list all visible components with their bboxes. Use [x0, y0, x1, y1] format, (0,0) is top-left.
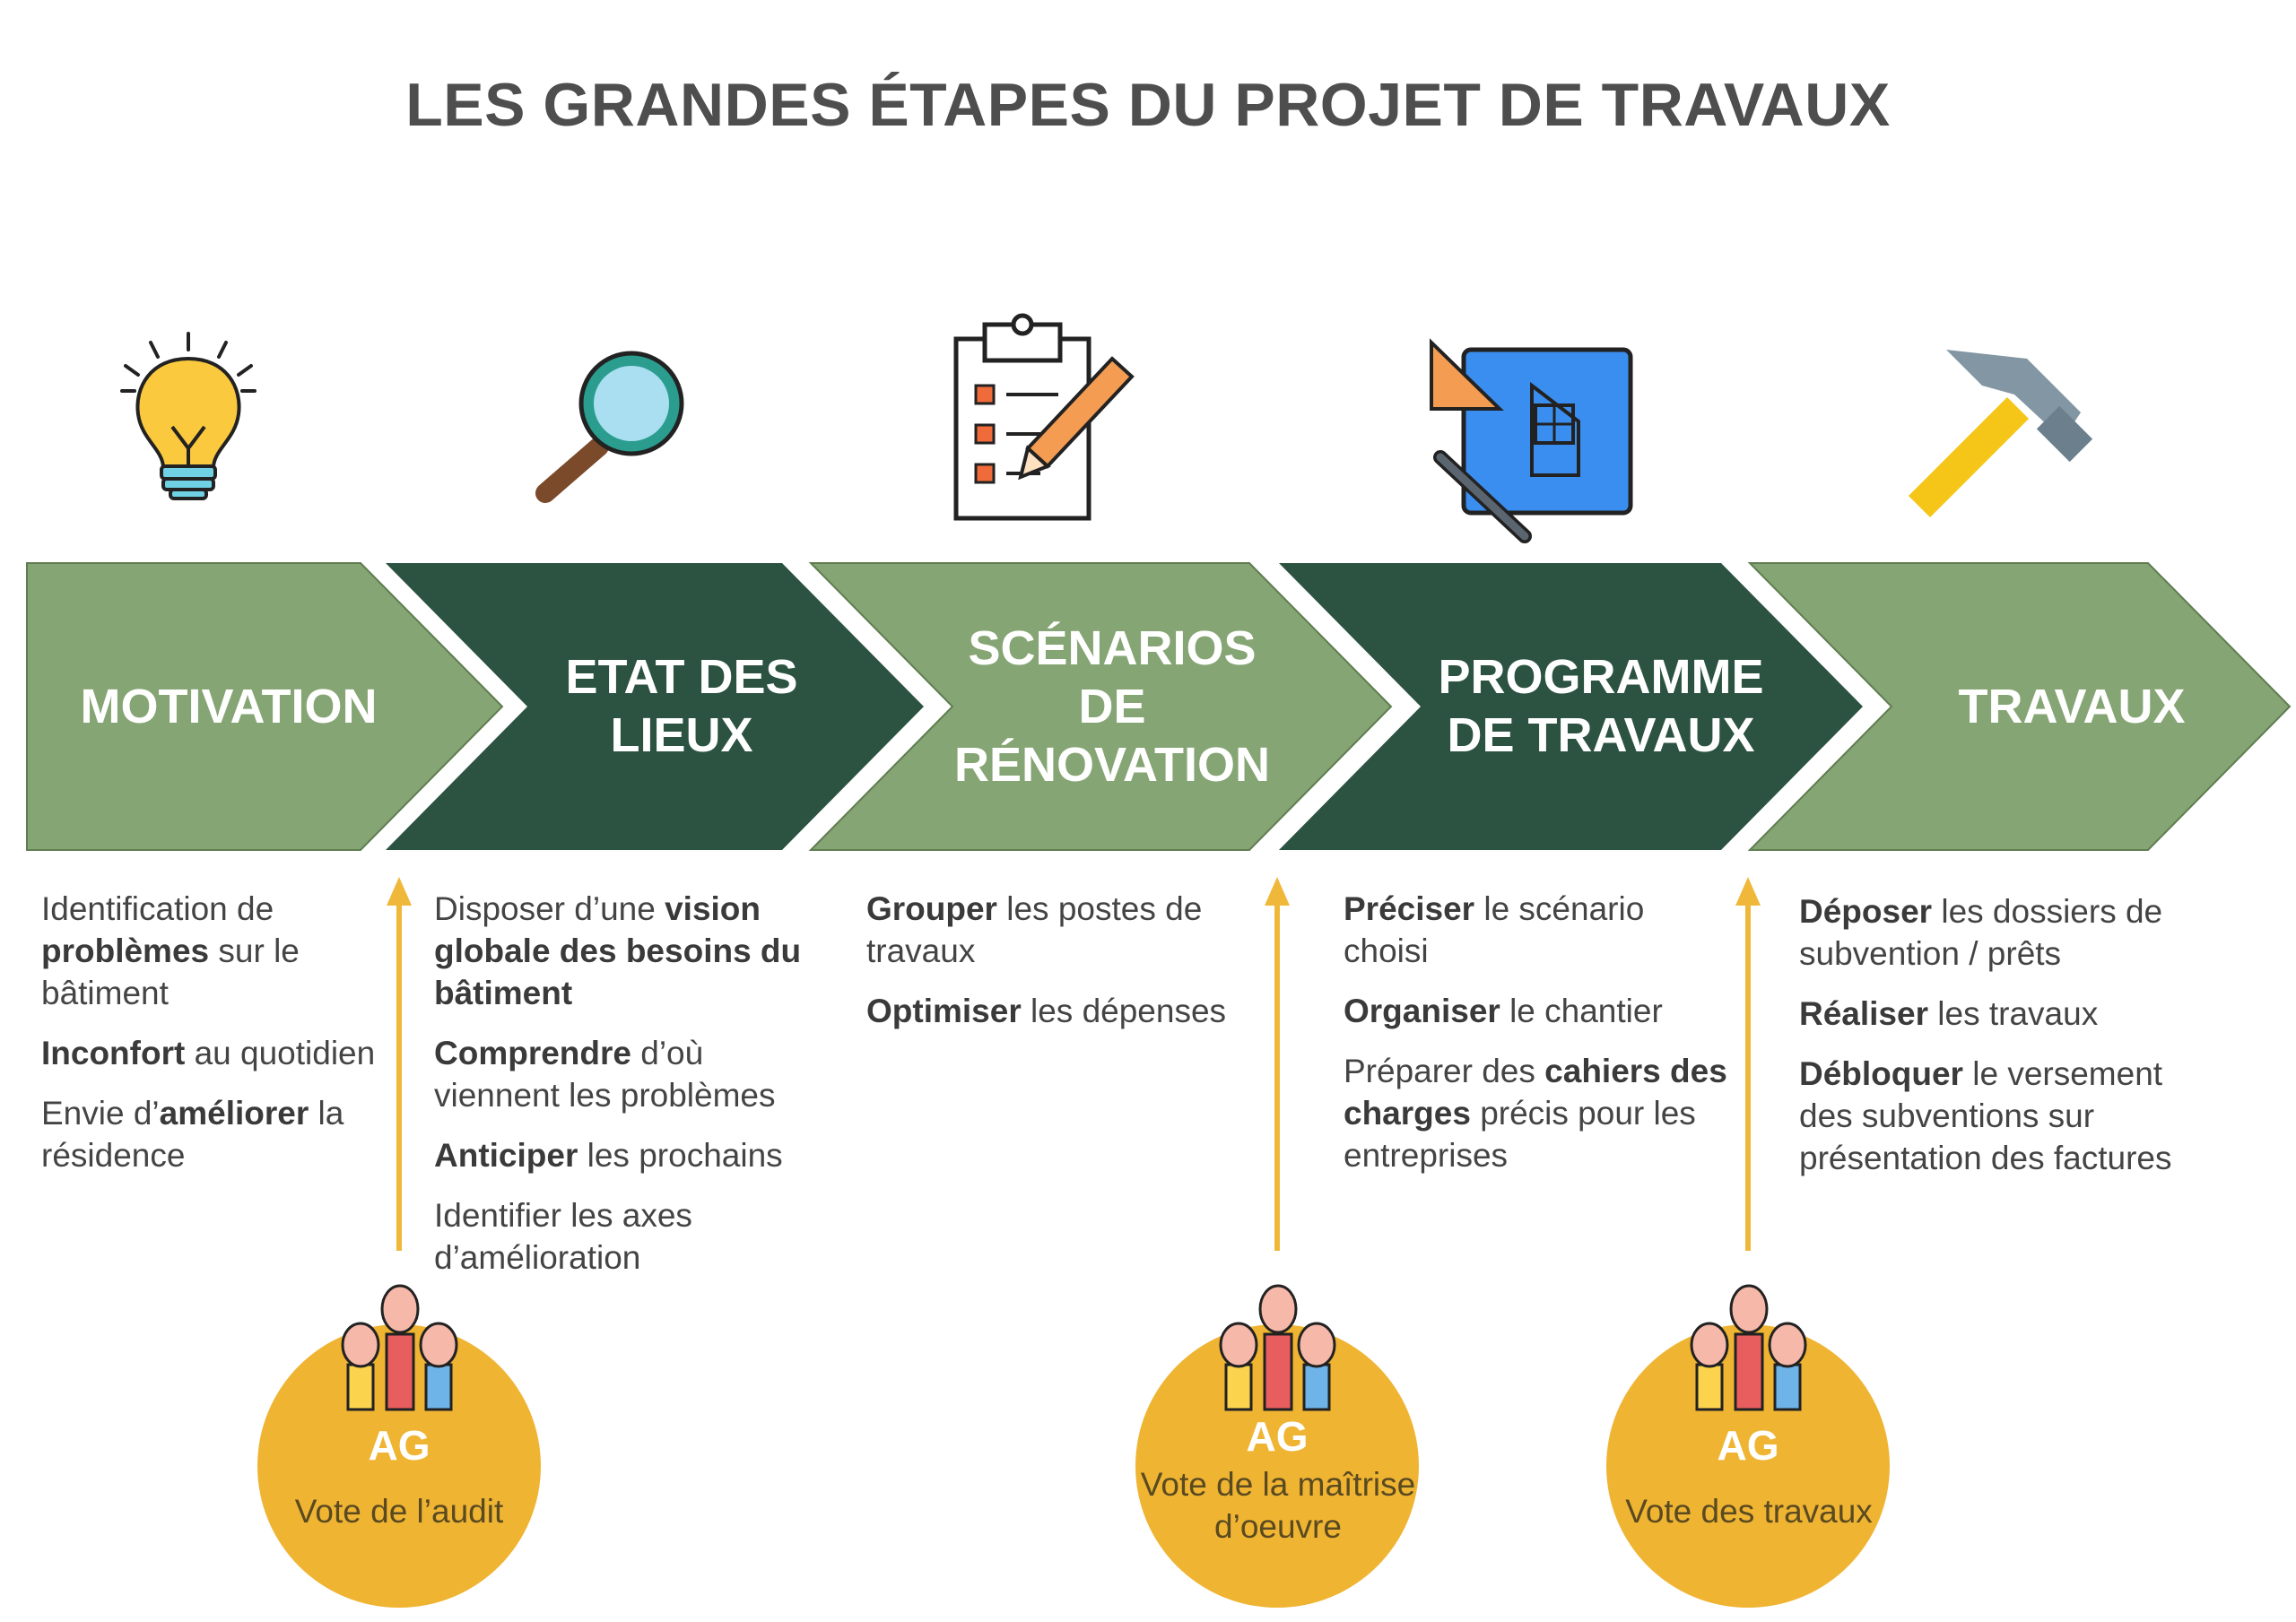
raised-hands-icon: [341, 1284, 458, 1411]
description-line: Débloquer le versement des subventions s…: [1799, 1055, 2172, 1176]
description-line: Déposer les dossiers de subvention / prê…: [1799, 893, 2163, 972]
ag-title: AG: [1246, 1413, 1309, 1460]
step-label-motivation: MOTIVATION: [80, 679, 378, 733]
chevron-scenarios: [808, 562, 1393, 851]
chevron-etat-des-lieux: [386, 563, 924, 850]
vote-arrow-2: [1265, 877, 1290, 1251]
description-line: Préparer des cahiers des charges précis …: [1344, 1053, 1727, 1174]
chevron-travaux: [1747, 562, 2292, 851]
raised-hands-icon: [1219, 1284, 1336, 1411]
ag-circle-3: [1606, 1324, 1890, 1608]
hammer-icon: [1908, 350, 2093, 518]
description-line: Réaliser les travaux: [1799, 995, 2099, 1032]
ag-circle-1: [257, 1324, 541, 1608]
description-line: Grouper les postes de travaux: [866, 890, 1203, 969]
vote-arrow-3: [1735, 877, 1761, 1251]
ag-circle-2: [1135, 1324, 1419, 1608]
chevron-motivation: [26, 562, 504, 851]
step-description-etat-des-lieux: Disposer d’une vision globale des besoin…: [434, 888, 829, 1297]
description-line: Optimiser les dépenses: [866, 993, 1227, 1029]
description-line: Disposer d’une vision globale des besoin…: [434, 890, 802, 1011]
description-line: Organiser le chantier: [1344, 993, 1663, 1029]
step-label-scenarios: SCÉNARIOS DE RÉNOVATION: [953, 620, 1270, 792]
description-line: Comprendre d’où viennent les problèmes: [434, 1035, 776, 1114]
step-label-etat-des-lieux: ETAT DES LIEUX: [565, 650, 798, 762]
chevron-programme: [1279, 563, 1863, 850]
step-description-travaux: Déposer les dossiers de subvention / prê…: [1799, 890, 2194, 1197]
raised-hands-icon: [1690, 1284, 1807, 1411]
ag-title: AG: [1717, 1422, 1779, 1469]
description-line: Identification de problèmes sur le bâtim…: [41, 890, 300, 1011]
step-label-travaux: TRAVAUX: [1958, 679, 2186, 733]
lightbulb-icon: [120, 332, 257, 500]
vote-arrow-1: [387, 877, 412, 1251]
description-line: Envie d’améliorer la résidence: [41, 1095, 344, 1174]
ag-vote-text: Vote de la maîtrise d’oeuvre: [1140, 1466, 1416, 1545]
description-line: Préciser le scénario choisi: [1344, 890, 1645, 969]
ag-title: AG: [368, 1422, 430, 1469]
page-title: LES GRANDES ÉTAPES DU PROJET DE TRAVAUX: [405, 71, 1891, 139]
step-label-programme: PROGRAMME DE TRAVAUX: [1438, 650, 1764, 762]
step-description-motivation: Identification de problèmes sur le bâtim…: [41, 888, 400, 1194]
description-line: Identifier les axes d’amélioration: [434, 1197, 692, 1276]
magnifying-glass-icon: [535, 351, 684, 503]
ag-vote-text: Vote de l’audit: [294, 1493, 504, 1530]
blueprint-icon: [1430, 338, 1633, 543]
clipboard-checklist-icon: [953, 313, 1135, 521]
description-line: Inconfort au quotidien: [41, 1035, 376, 1071]
description-line: Anticiper les prochains: [434, 1137, 783, 1174]
ag-vote-text: Vote des travaux: [1625, 1493, 1873, 1530]
